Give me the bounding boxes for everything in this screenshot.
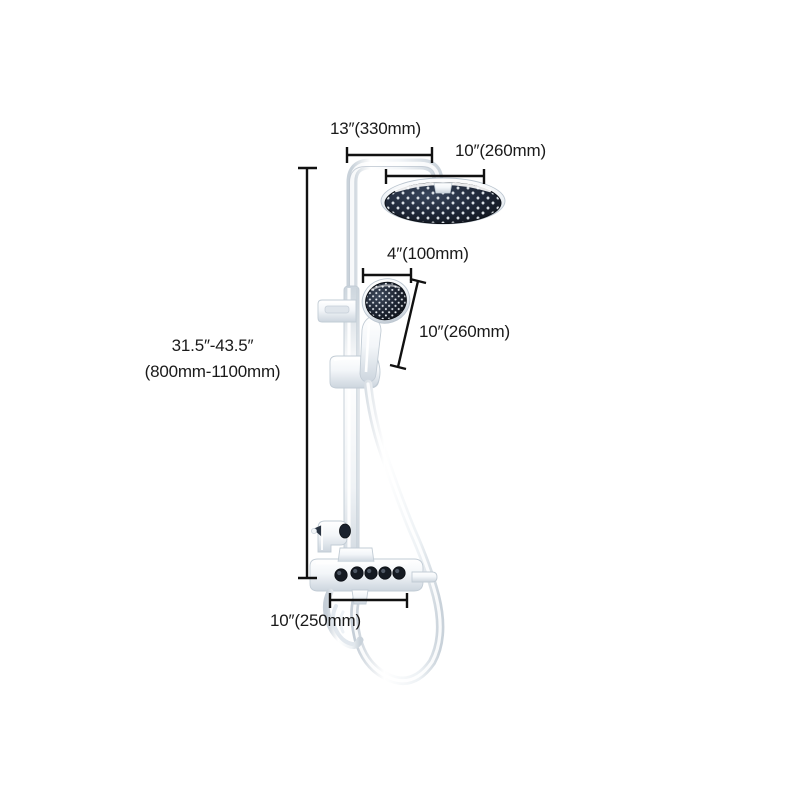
dimline-hand-shower-diameter: [361, 268, 413, 283]
dimline-arm-length: [345, 147, 434, 163]
label-riser-height-inches: 31.5″-43.5″: [171, 336, 254, 355]
dimline-riser-height: [298, 166, 317, 580]
label-hand-shower-length: 10″(260mm): [419, 322, 510, 341]
mixer-valve-body: [309, 547, 438, 605]
wall-bracket: [317, 299, 357, 323]
dimline-valve-body-width: [328, 593, 409, 608]
label-valve-body-width: 10″(250mm): [270, 611, 361, 630]
label-riser-height-mm: (800mm-1100mm): [144, 362, 281, 382]
valve-control-knobs: [334, 566, 406, 582]
bidet-sprayer: [311, 520, 351, 553]
label-hand-shower-diameter: 4″(100mm): [387, 244, 469, 263]
label-rain-head-diameter: 10″(260mm): [455, 141, 546, 160]
shower-hose: [350, 379, 445, 685]
dimline-rain-head-diameter: [384, 169, 486, 184]
shower-arm-pipe: [346, 158, 444, 296]
label-arm-length: 13″(330mm): [330, 119, 421, 138]
label-riser-height: 31.5″-43.5″ (800mm-1100mm): [130, 333, 295, 386]
coiled-hose: [322, 588, 364, 649]
dimline-hand-shower-length: [389, 277, 427, 371]
rain-shower-head: [380, 177, 506, 225]
